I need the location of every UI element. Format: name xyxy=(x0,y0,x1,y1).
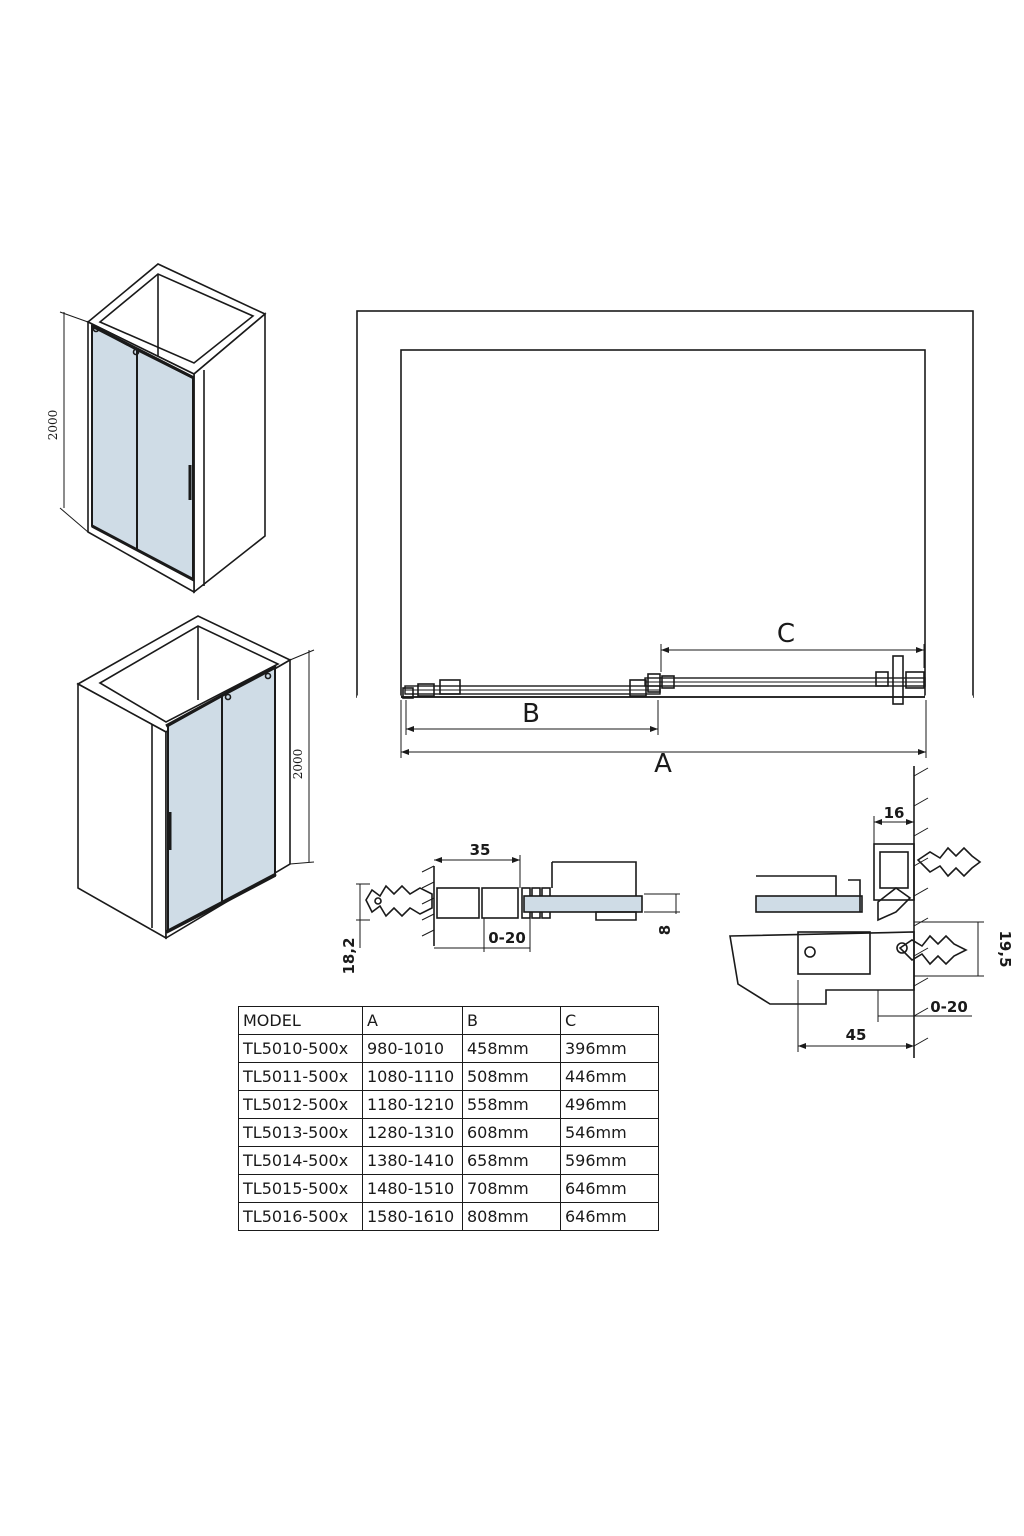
table-cell-a: 1280-1310 xyxy=(362,1118,463,1147)
detail-right-45: 45 xyxy=(846,1026,867,1044)
table-cell-a: 1180-1210 xyxy=(362,1090,463,1119)
table-header-row: MODEL A B C xyxy=(238,1006,659,1035)
table-cell-b: 808mm xyxy=(462,1202,561,1231)
dimension-label-a: A xyxy=(654,749,672,779)
table-header-cell: A xyxy=(362,1006,463,1035)
table-cell-b: 558mm xyxy=(462,1090,561,1119)
table-cell-model: TL5013-500x xyxy=(238,1118,363,1147)
table-row: TL5014-500x 1380-1410 658mm 596mm xyxy=(238,1146,659,1175)
table-cell-a: 1380-1410 xyxy=(362,1146,463,1175)
table-cell-c: 646mm xyxy=(560,1174,659,1203)
table-cell-a: 1480-1510 xyxy=(362,1174,463,1203)
table-header-cell: B xyxy=(462,1006,561,1035)
table-cell-c: 446mm xyxy=(560,1062,659,1091)
height-label-bottom: 2000 xyxy=(291,749,305,780)
detail-left-18-2: 18,2 xyxy=(340,937,358,974)
table-row: TL5011-500x 1080-1110 508mm 446mm xyxy=(238,1062,659,1091)
detail-left-35: 35 xyxy=(470,841,491,859)
table-header-cell: MODEL xyxy=(238,1006,363,1035)
table-cell-c: 396mm xyxy=(560,1034,659,1063)
table-row: TL5016-500x 1580-1610 808mm 646mm xyxy=(238,1202,659,1231)
table-row: TL5010-500x 980-1010 458mm 396mm xyxy=(238,1034,659,1063)
height-label-top: 2000 xyxy=(46,410,60,441)
table-header-cell: C xyxy=(560,1006,659,1035)
table-row: TL5013-500x 1280-1310 608mm 546mm xyxy=(238,1118,659,1147)
table-cell-model: TL5016-500x xyxy=(238,1202,363,1231)
table-cell-a: 1080-1110 xyxy=(362,1062,463,1091)
table-cell-a: 1580-1610 xyxy=(362,1202,463,1231)
detail-right-0-20: 0-20 xyxy=(930,998,968,1016)
detail-right-16: 16 xyxy=(884,804,905,822)
dimension-label-c: C xyxy=(777,619,795,649)
model-dimensions-table: MODEL A B C TL5010-500x 980-1010 458mm 3… xyxy=(238,1006,659,1231)
table-cell-model: TL5015-500x xyxy=(238,1174,363,1203)
iso-enclosure-bottom xyxy=(76,615,315,940)
table-cell-a: 980-1010 xyxy=(362,1034,463,1063)
table-cell-b: 658mm xyxy=(462,1146,561,1175)
table-cell-b: 608mm xyxy=(462,1118,561,1147)
table-cell-c: 596mm xyxy=(560,1146,659,1175)
detail-left-0-20: 0-20 xyxy=(488,929,526,947)
table-cell-c: 546mm xyxy=(560,1118,659,1147)
table-cell-c: 646mm xyxy=(560,1202,659,1231)
table-cell-b: 508mm xyxy=(462,1062,561,1091)
iso-enclosure-top xyxy=(59,263,267,594)
table-cell-model: TL5012-500x xyxy=(238,1090,363,1119)
table-cell-b: 458mm xyxy=(462,1034,561,1063)
corner-detail-right xyxy=(729,766,984,1058)
table-cell-model: TL5011-500x xyxy=(238,1062,363,1091)
table-cell-model: TL5010-500x xyxy=(238,1034,363,1063)
table-cell-c: 496mm xyxy=(560,1090,659,1119)
table-cell-b: 708mm xyxy=(462,1174,561,1203)
dimension-label-b: B xyxy=(522,699,540,729)
detail-left-8: 8 xyxy=(656,925,674,935)
plan-view xyxy=(356,310,974,758)
table-row: TL5012-500x 1180-1210 558mm 496mm xyxy=(238,1090,659,1119)
table-row: TL5015-500x 1480-1510 708mm 646mm xyxy=(238,1174,659,1203)
detail-right-19-5: 19,5 xyxy=(996,930,1014,967)
table-cell-model: TL5014-500x xyxy=(238,1146,363,1175)
profile-detail-left xyxy=(356,855,680,952)
